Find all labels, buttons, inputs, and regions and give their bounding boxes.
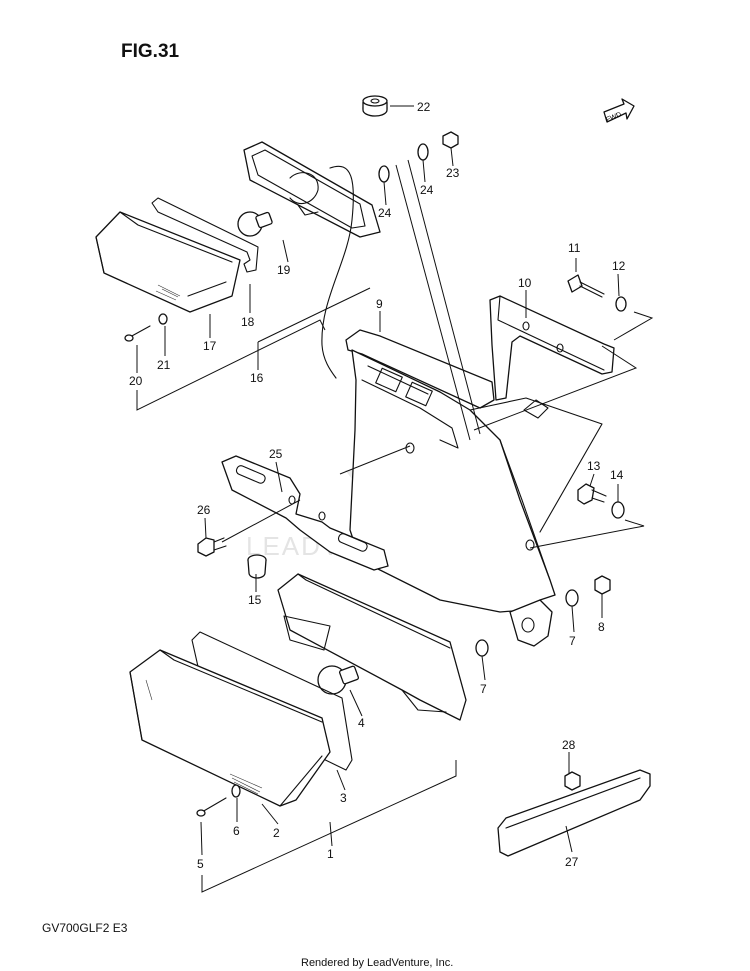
tail-light-lens xyxy=(129,649,331,807)
lens-screw xyxy=(124,325,151,342)
callout-27: 27 xyxy=(565,855,579,869)
tail-light-bulb xyxy=(317,665,359,695)
callout-26: 26 xyxy=(197,503,211,517)
bracket-10 xyxy=(489,295,615,401)
callout-9: 9 xyxy=(376,297,383,311)
washer-12 xyxy=(615,296,627,312)
nut-8 xyxy=(594,575,611,595)
callout-20: 20 xyxy=(129,374,143,388)
grommet-15 xyxy=(247,554,267,579)
callout-13: 13 xyxy=(587,459,601,473)
turn-signal-housing xyxy=(243,141,381,238)
bolt-26 xyxy=(197,537,227,557)
callout-labels: 22 24 24 23 11 12 10 9 19 18 17 21 20 16… xyxy=(129,100,626,871)
callout-7b: 7 xyxy=(480,682,487,696)
callout-6: 6 xyxy=(233,824,240,838)
callout-4: 4 xyxy=(358,716,365,730)
callout-22: 22 xyxy=(417,100,431,114)
washer-7a xyxy=(565,589,579,607)
callout-23: 23 xyxy=(446,166,460,180)
callout-2: 2 xyxy=(273,826,280,840)
washer-7b xyxy=(475,639,489,657)
callout-17: 17 xyxy=(203,339,217,353)
leader-lines xyxy=(136,105,654,893)
washer-24a xyxy=(378,165,390,183)
callout-24b: 24 xyxy=(420,183,434,197)
callout-16: 16 xyxy=(250,371,264,385)
callout-10: 10 xyxy=(518,276,532,290)
model-code: GV700GLF2 E3 xyxy=(42,921,128,935)
callout-12: 12 xyxy=(612,259,626,273)
lens-gasket xyxy=(151,197,259,273)
callout-24a: 24 xyxy=(378,206,392,220)
callout-5: 5 xyxy=(197,857,204,871)
reflector-27 xyxy=(497,769,651,857)
fwd-arrow-icon: FWD xyxy=(603,98,635,124)
grommet xyxy=(362,95,388,117)
turn-signal-bulb xyxy=(237,211,273,237)
callout-14: 14 xyxy=(610,468,624,482)
callout-3: 3 xyxy=(340,791,347,805)
washer-24b xyxy=(417,143,429,161)
bolt-11 xyxy=(567,274,605,298)
nut-23 xyxy=(442,131,459,149)
tail-light-screw xyxy=(196,797,227,817)
license-bracket-9 xyxy=(345,329,603,647)
callout-18: 18 xyxy=(241,315,255,329)
washer-14 xyxy=(611,501,625,519)
callout-25: 25 xyxy=(269,447,283,461)
rendered-by-credit: Rendered by LeadVenture, Inc. xyxy=(301,957,453,969)
figure-title: FIG.31 xyxy=(121,41,180,62)
callout-15: 15 xyxy=(248,593,262,607)
callout-7a: 7 xyxy=(569,634,576,648)
callout-28: 28 xyxy=(562,738,576,752)
callout-8: 8 xyxy=(598,620,605,634)
callout-21: 21 xyxy=(157,358,171,372)
lens-washer xyxy=(158,313,168,325)
callout-11: 11 xyxy=(568,241,581,255)
tail-light-housing xyxy=(277,573,467,721)
nut-28 xyxy=(564,771,581,791)
tail-light-assembly xyxy=(129,573,467,817)
tail-light-washer xyxy=(231,784,241,798)
mounting-plate-25 xyxy=(221,455,389,571)
turn-signal-assembly xyxy=(95,141,381,379)
callout-1: 1 xyxy=(327,847,334,861)
callout-19: 19 xyxy=(277,263,291,277)
bolt-13 xyxy=(577,483,607,505)
